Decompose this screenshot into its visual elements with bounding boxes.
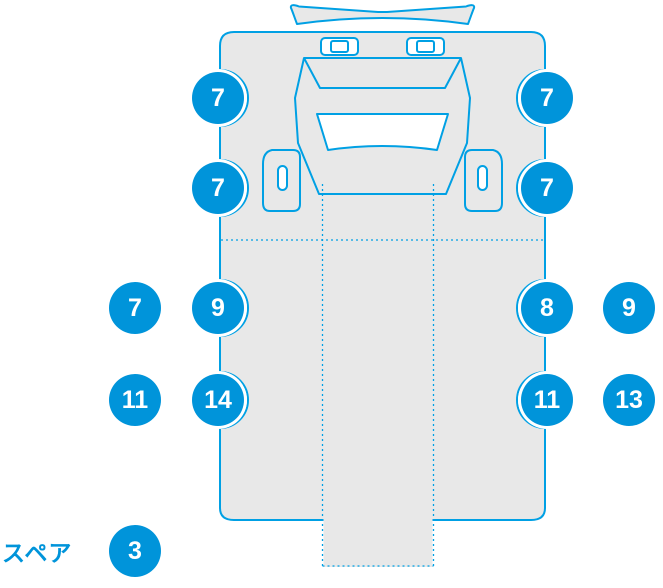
badge-rear-left-outer: 7 [109, 282, 161, 334]
badge-bottom-right-outer: 13 [603, 374, 655, 426]
badge-bottom-right-inner: 11 [521, 374, 573, 426]
headrest-left-inner [330, 40, 349, 53]
windshield [316, 113, 449, 151]
vehicle-body [219, 31, 546, 521]
badge-rear-right-outer: 9 [603, 282, 655, 334]
spare-label: スペア [2, 540, 73, 566]
front-bumper [289, 4, 476, 25]
mirror-left-glass [277, 165, 288, 191]
mirror-right-glass [477, 165, 488, 191]
badge-rear-left-inner: 9 [192, 282, 244, 334]
badge-mid-left: 7 [192, 162, 244, 214]
badge-mid-right: 7 [521, 162, 573, 214]
center-strip-extension [323, 510, 433, 567]
badge-front-right: 7 [521, 72, 573, 124]
badge-front-left: 7 [192, 72, 244, 124]
badge-spare: 3 [109, 525, 161, 577]
badge-bottom-left-outer: 11 [109, 374, 161, 426]
cabin-outline [294, 57, 471, 195]
headrest-right-inner [416, 40, 435, 53]
badge-rear-right-inner: 8 [521, 282, 573, 334]
badge-bottom-left-inner: 14 [192, 374, 244, 426]
dashboard-line [303, 57, 462, 89]
